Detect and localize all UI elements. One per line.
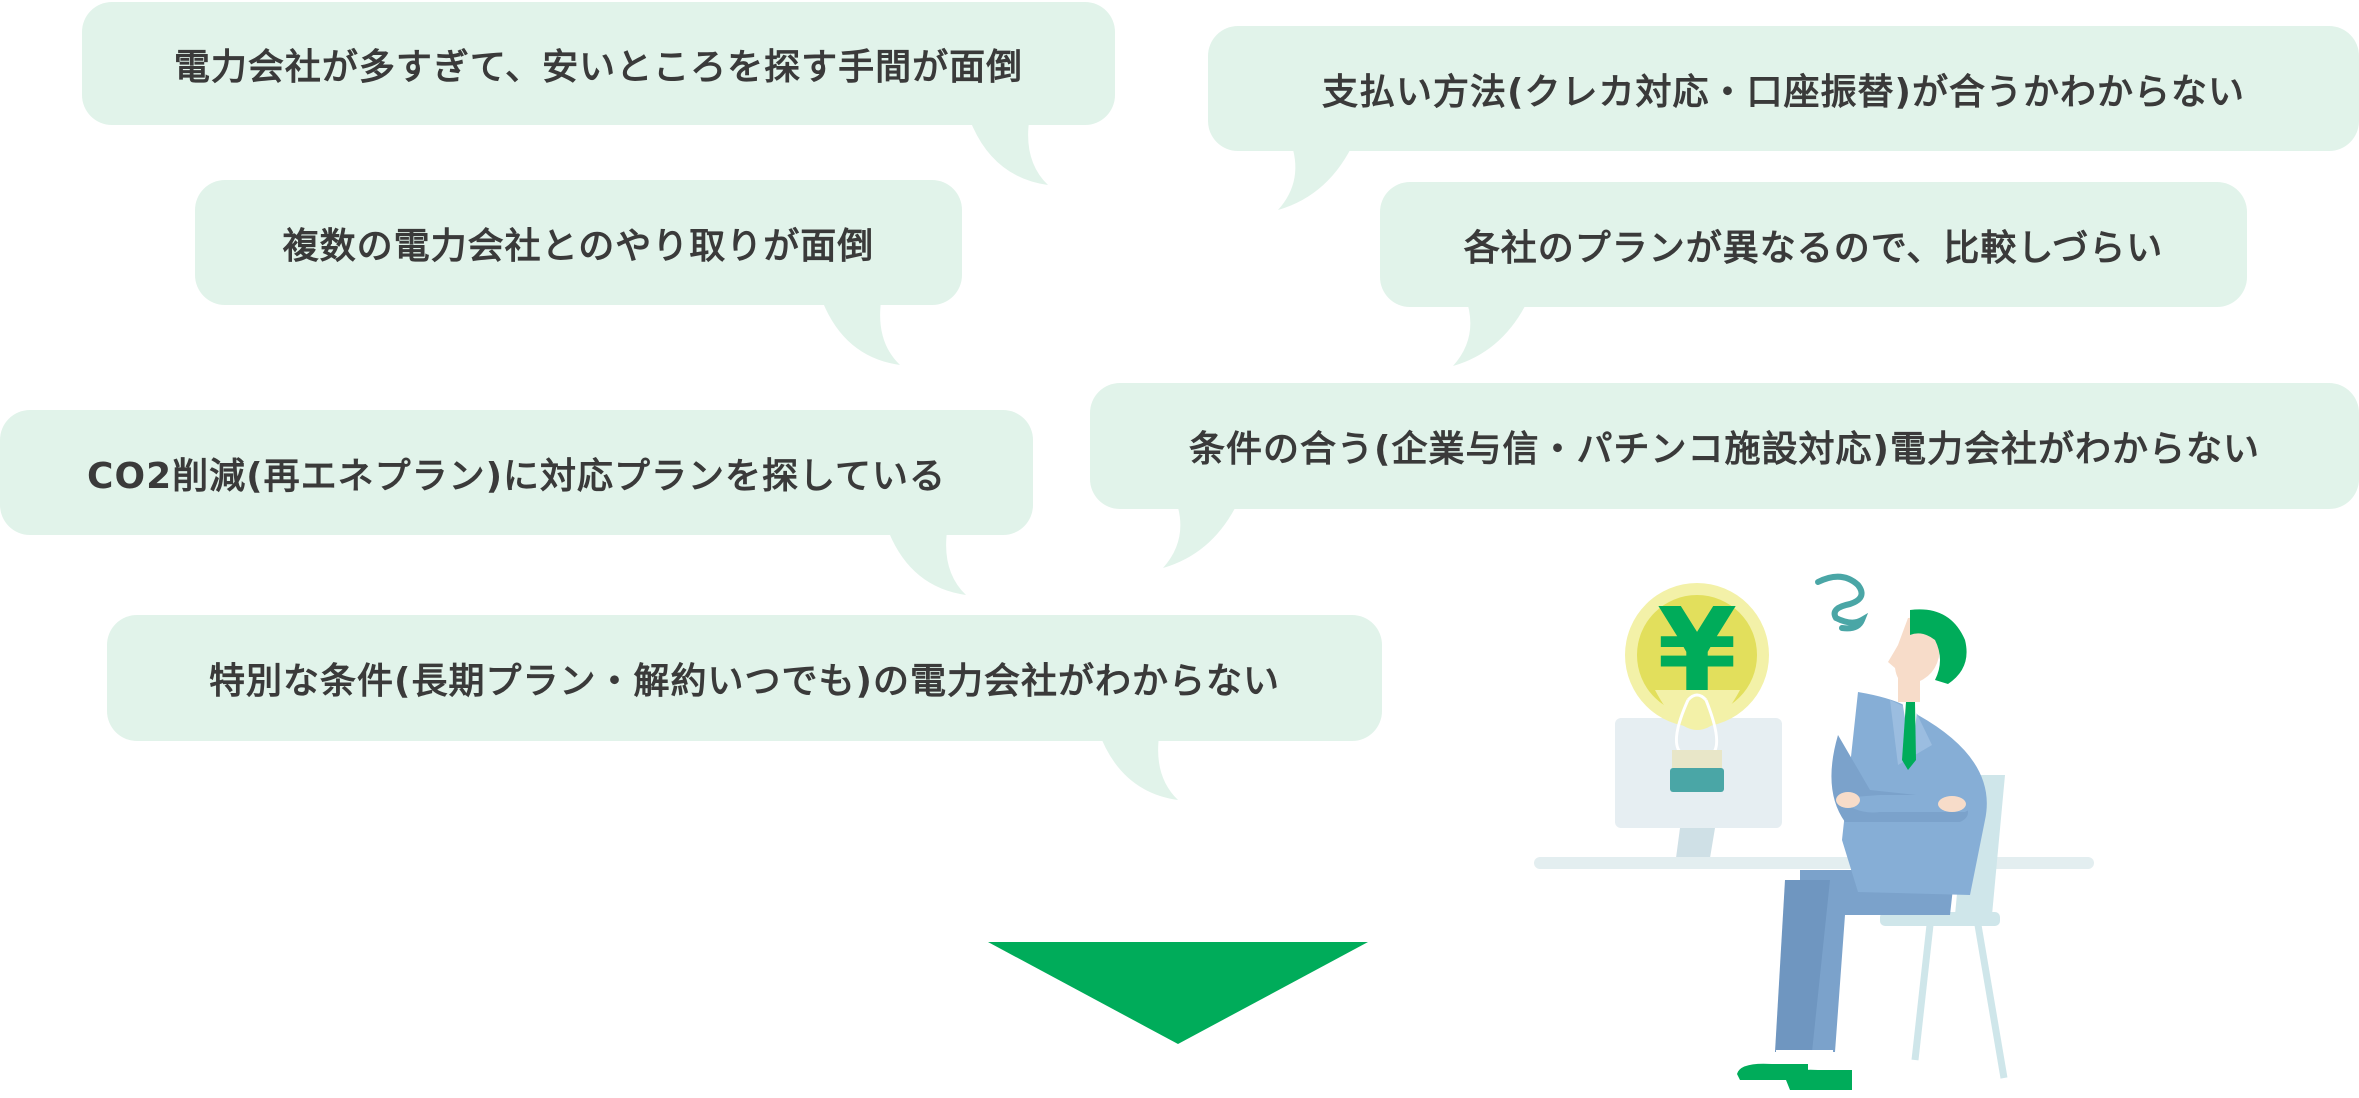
bubble-tail [886, 525, 966, 595]
yen-symbol: ¥ [1657, 584, 1737, 718]
person-sitting-icon [1737, 609, 1987, 1090]
concern-bubble: 条件の合う(企業与信・パチンコ施設対応)電力会社がわからない [1090, 383, 2359, 509]
lightbulb-yen-icon: ¥ [1625, 583, 1769, 792]
bubble-tail [820, 295, 900, 365]
down-arrow-icon [988, 942, 1368, 1044]
concern-text: 特別な条件(長期プラン・解約いつでも)の電力会社がわからない [209, 661, 1280, 702]
bubble-tail [1453, 296, 1530, 366]
concern-text: 支払い方法(クレカ対応・口座振替)が合うかわからない [1322, 71, 2245, 113]
concern-text: 条件の合う(企業与信・パチンコ施設対応)電力会社がわからない [1189, 429, 2260, 470]
concern-text: CO2削減(再エネプラン)に対応プランを探している [87, 455, 946, 497]
bubble-tail [1278, 140, 1355, 210]
concern-bubble: CO2削減(再エネプラン)に対応プランを探している [0, 410, 1033, 535]
concern-text: 電力会社が多すぎて、安いところを探す手間が面倒 [173, 46, 1024, 88]
concern-bubble: 特別な条件(長期プラン・解約いつでも)の電力会社がわからない [107, 615, 1382, 741]
concern-bubble: 複数の電力会社とのやり取りが面倒 [195, 180, 962, 305]
concern-bubble: 各社のプランが異なるので、比較しづらい [1380, 182, 2247, 307]
bubble-tail [968, 115, 1048, 185]
thinking-swirl-icon [1815, 573, 1869, 632]
concern-bubble: 支払い方法(クレカ対応・口座振替)が合うかわからない [1208, 26, 2359, 151]
desk-icon [1534, 857, 2094, 869]
bubble-tail [1098, 730, 1178, 800]
bubble-tail [1163, 498, 1240, 568]
concern-text: 各社のプランが異なるので、比較しづらい [1463, 227, 2164, 269]
concern-text: 複数の電力会社とのやり取りが面倒 [282, 225, 875, 267]
concern-bubble: 電力会社が多すぎて、安いところを探す手間が面倒 [82, 2, 1115, 125]
